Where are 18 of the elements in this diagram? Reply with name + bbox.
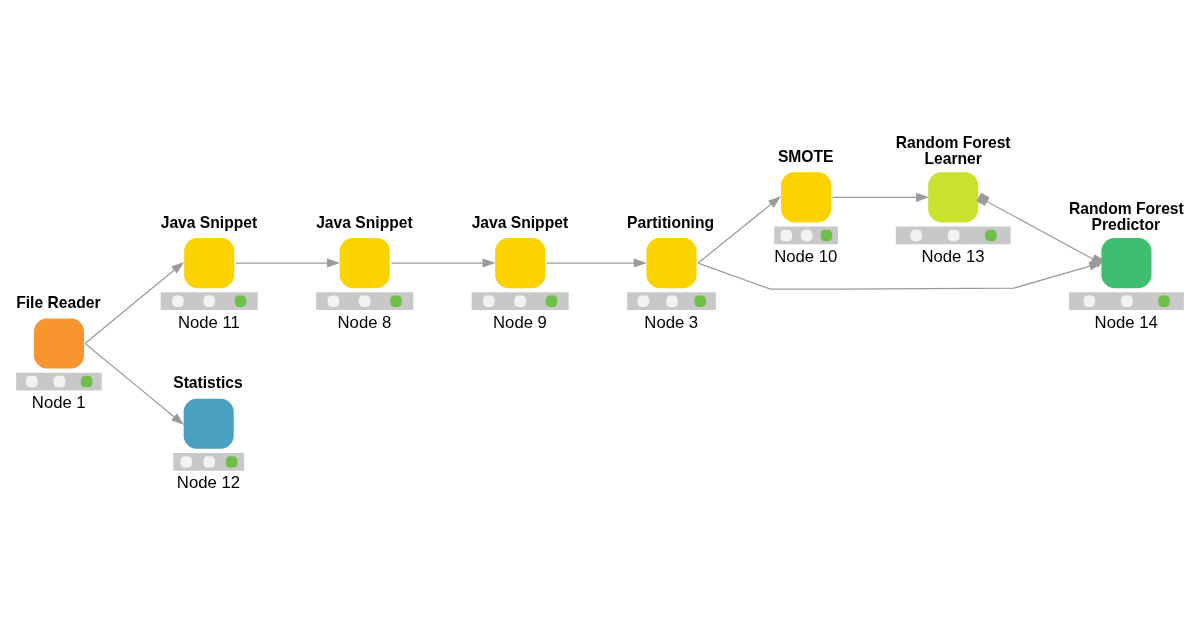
- node-label: Java Snippet: [160, 213, 258, 231]
- node-label: Node 1: [31, 392, 86, 412]
- node-label: Java Snippet: [471, 213, 569, 231]
- node-label: Node 9: [493, 312, 547, 332]
- node-label: Node 10: [774, 246, 838, 266]
- node-label: Node 8: [337, 312, 392, 332]
- node-label: File Reader: [16, 293, 101, 311]
- node-label: Node 13: [921, 246, 985, 266]
- node-label: Node 3: [644, 312, 699, 332]
- node-label: Partitioning: [627, 213, 715, 231]
- node-label: Random Forest Predictor: [1069, 200, 1184, 233]
- node-label: Random Forest Learner: [895, 134, 1011, 167]
- node-label: SMOTE: [777, 147, 834, 165]
- node-label: Node 11: [177, 312, 240, 332]
- node-label: Java Snippet: [316, 213, 413, 231]
- node-label: Node 14: [1094, 312, 1158, 332]
- node-label: Statistics: [173, 374, 243, 392]
- node-label: Node 12: [176, 473, 240, 493]
